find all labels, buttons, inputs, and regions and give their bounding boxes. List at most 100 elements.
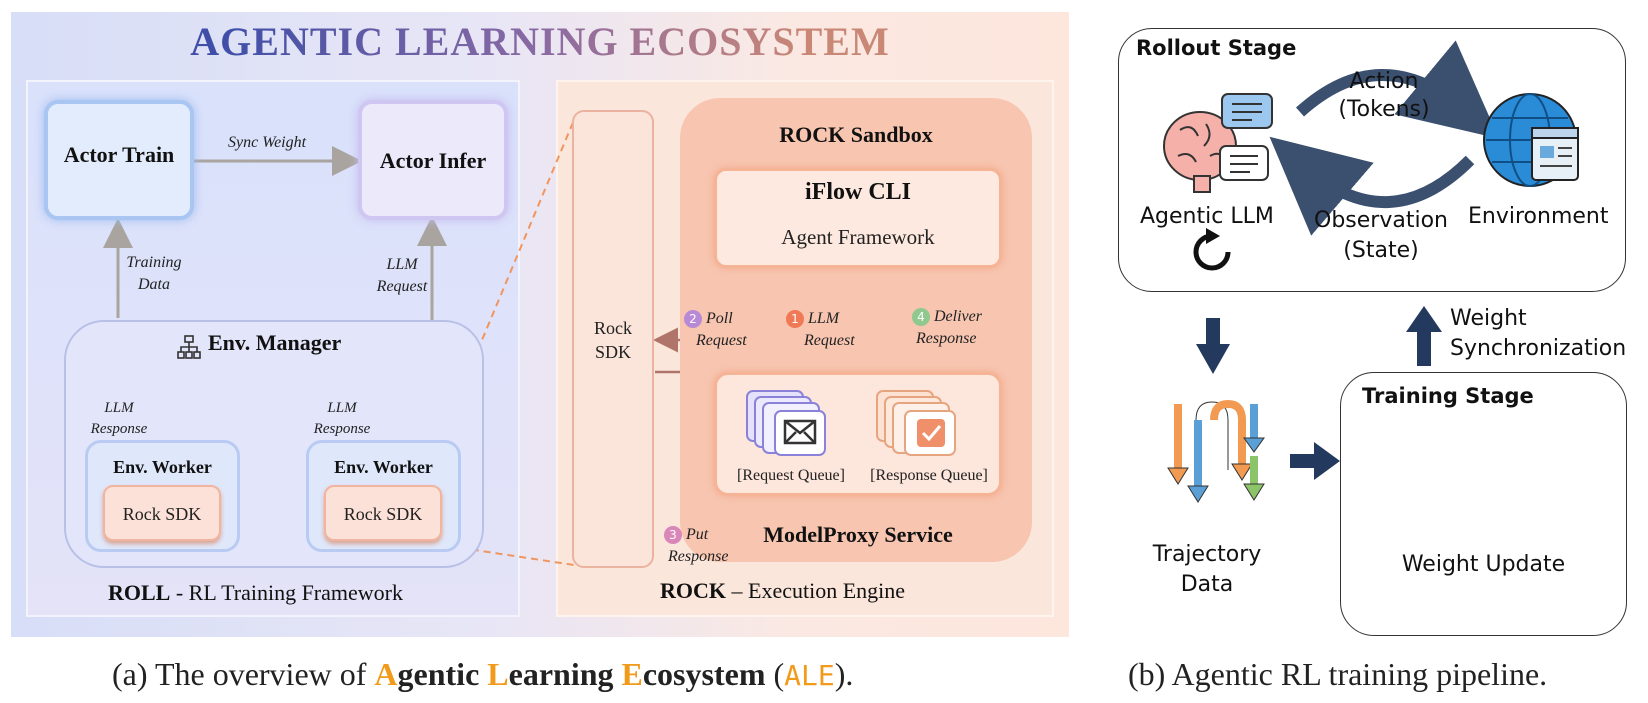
step2-badge: 2: [684, 310, 702, 329]
training-data-line2: Data: [138, 276, 170, 293]
training-stage-box: [1340, 372, 1627, 636]
response-queue-label: [Response Queue]: [870, 467, 988, 484]
modelproxy-label: ModelProxy Service: [763, 522, 953, 547]
rock-footer-bold: ROCK: [660, 578, 726, 603]
step4-line2: Response: [916, 330, 977, 347]
iflow-cli-box: iFlow CLI Agent Framework: [714, 168, 1002, 268]
llm-request-label: LLM Request: [364, 254, 440, 298]
caption-a-close: ).: [834, 656, 854, 692]
rock-sdk-bar-label: Rock SDK: [572, 316, 654, 364]
rollout-stage-label: Rollout Stage: [1136, 36, 1297, 60]
globe-browser-icon: [1483, 93, 1579, 187]
observation-arrow: [1269, 136, 1475, 236]
training-stage-label: Training Stage: [1362, 384, 1534, 408]
roll-footer: ROLL - RL Training Framework: [108, 580, 403, 606]
caption-a-letter-e: E: [621, 656, 643, 692]
step3-line1: Put: [686, 526, 709, 543]
llm-response-1-line2: Response: [90, 421, 148, 437]
rock-footer: ROCK – Execution Engine: [660, 578, 905, 604]
actor-train-card: Actor Train: [44, 100, 194, 220]
trajectory-line1: Trajectory: [1152, 542, 1262, 567]
action-line2: (Tokens): [1338, 97, 1430, 122]
up-arrow-head: [1406, 306, 1442, 332]
roll-footer-bold: ROLL: [108, 580, 171, 605]
rock-sdk-1: Rock SDK: [103, 485, 221, 541]
step1-line2: Request: [804, 332, 855, 349]
environment-label: Environment: [1468, 204, 1609, 229]
caption-a-gentic: gentic: [397, 656, 488, 692]
llm-response-2-line1: LLM: [327, 400, 357, 416]
env-worker-1: Env. Worker Rock SDK: [85, 440, 240, 552]
action-label: Action (Tokens): [1330, 68, 1438, 124]
trajectory-icon: [1167, 399, 1265, 503]
caption-a-open: (: [765, 656, 785, 692]
rock-sdk-2: Rock SDK: [324, 485, 442, 541]
actor-train-label: Actor Train: [63, 142, 175, 167]
step4-line1: Deliver: [934, 308, 982, 325]
check-queue-icon: [876, 390, 956, 456]
observation-line1: Observation: [1314, 208, 1448, 233]
roll-footer-rest: - RL Training Framework: [170, 580, 403, 605]
chat-bubbles-icon: [1219, 93, 1273, 181]
caption-a: (a) The overview of Agentic Learning Eco…: [112, 656, 853, 693]
step1-badge: 1: [786, 310, 804, 329]
caption-a-letter-l: L: [487, 656, 509, 692]
llm-response-label-2: LLM Response: [305, 398, 379, 440]
step2-line2: Request: [696, 332, 747, 349]
caption-a-earning: earning: [508, 656, 622, 692]
step3-badge: 3: [664, 526, 682, 545]
training-data-line1: Training: [126, 254, 182, 271]
weight-sync-line2: Synchronization: [1450, 336, 1627, 361]
observation-label: Observation (State): [1306, 206, 1456, 266]
mail-queue-icon: [746, 390, 826, 456]
down-arrow-head: [1196, 344, 1230, 374]
hierarchy-icon: [177, 335, 201, 359]
training-data-label: Training Data: [112, 252, 196, 296]
llm-response-2-line2: Response: [313, 421, 371, 437]
llm-request-line1: LLM: [386, 256, 418, 273]
request-queue-label: [Request Queue]: [737, 467, 845, 484]
rock-sandbox-title: ROCK Sandbox: [779, 122, 933, 147]
rock-footer-rest: – Execution Engine: [726, 578, 906, 603]
caption-a-ale: ALE: [784, 659, 835, 692]
weight-sync-label: Weight Synchronization: [1450, 304, 1626, 364]
iflow-title: iFlow CLI: [804, 179, 911, 205]
rock-sdk-bar-line1: Rock: [594, 318, 632, 338]
step4-badge: 4: [912, 308, 930, 327]
step3-line2: Response: [668, 548, 729, 565]
actor-infer-label: Actor Infer: [379, 148, 487, 173]
llm-response-label-1: LLM Response: [82, 398, 156, 440]
env-manager-label: Env. Manager: [208, 330, 342, 355]
env-worker-1-label: Env. Worker: [113, 457, 212, 477]
ecosystem-title: AGENTIC LEARNING ECOSYSTEM: [11, 18, 1069, 65]
iflow-subtitle: Agent Framework: [781, 225, 935, 249]
caption-a-pre: (a) The overview of: [112, 656, 375, 692]
rock-sdk-bar-line2: SDK: [594, 342, 631, 362]
sync-weight-label: Sync Weight: [228, 134, 307, 151]
observation-line2: (State): [1343, 238, 1419, 263]
env-worker-2: Env. Worker Rock SDK: [306, 440, 461, 552]
agentic-llm-label: Agentic LLM: [1140, 204, 1274, 229]
weight-update-label: Weight Update: [1401, 552, 1566, 577]
caption-a-letter-a: A: [374, 656, 398, 692]
trajectory-line2: Data: [1180, 572, 1234, 597]
caption-a-cosystem: cosystem: [642, 656, 766, 692]
caption-b: (b) Agentic RL training pipeline.: [1128, 656, 1548, 692]
modelproxy-box: [Request Queue] [Response Queue]: [714, 372, 1002, 496]
refresh-icon: [1193, 228, 1231, 271]
trajectory-label: Trajectory Data: [1140, 540, 1274, 600]
down-arrow-shaft: [1206, 318, 1220, 346]
right-arrow-1-head: [1314, 442, 1340, 480]
weight-sync-line1: Weight: [1450, 306, 1527, 331]
right-arrow-1-shaft: [1290, 454, 1316, 468]
action-arrow: [1295, 40, 1499, 139]
action-line1: Action: [1349, 69, 1419, 94]
env-worker-2-label: Env. Worker: [334, 457, 433, 477]
step2-line1: Poll: [706, 310, 733, 327]
actor-infer-card: Actor Infer: [358, 100, 508, 220]
rock-sdk-bar: [572, 110, 654, 568]
